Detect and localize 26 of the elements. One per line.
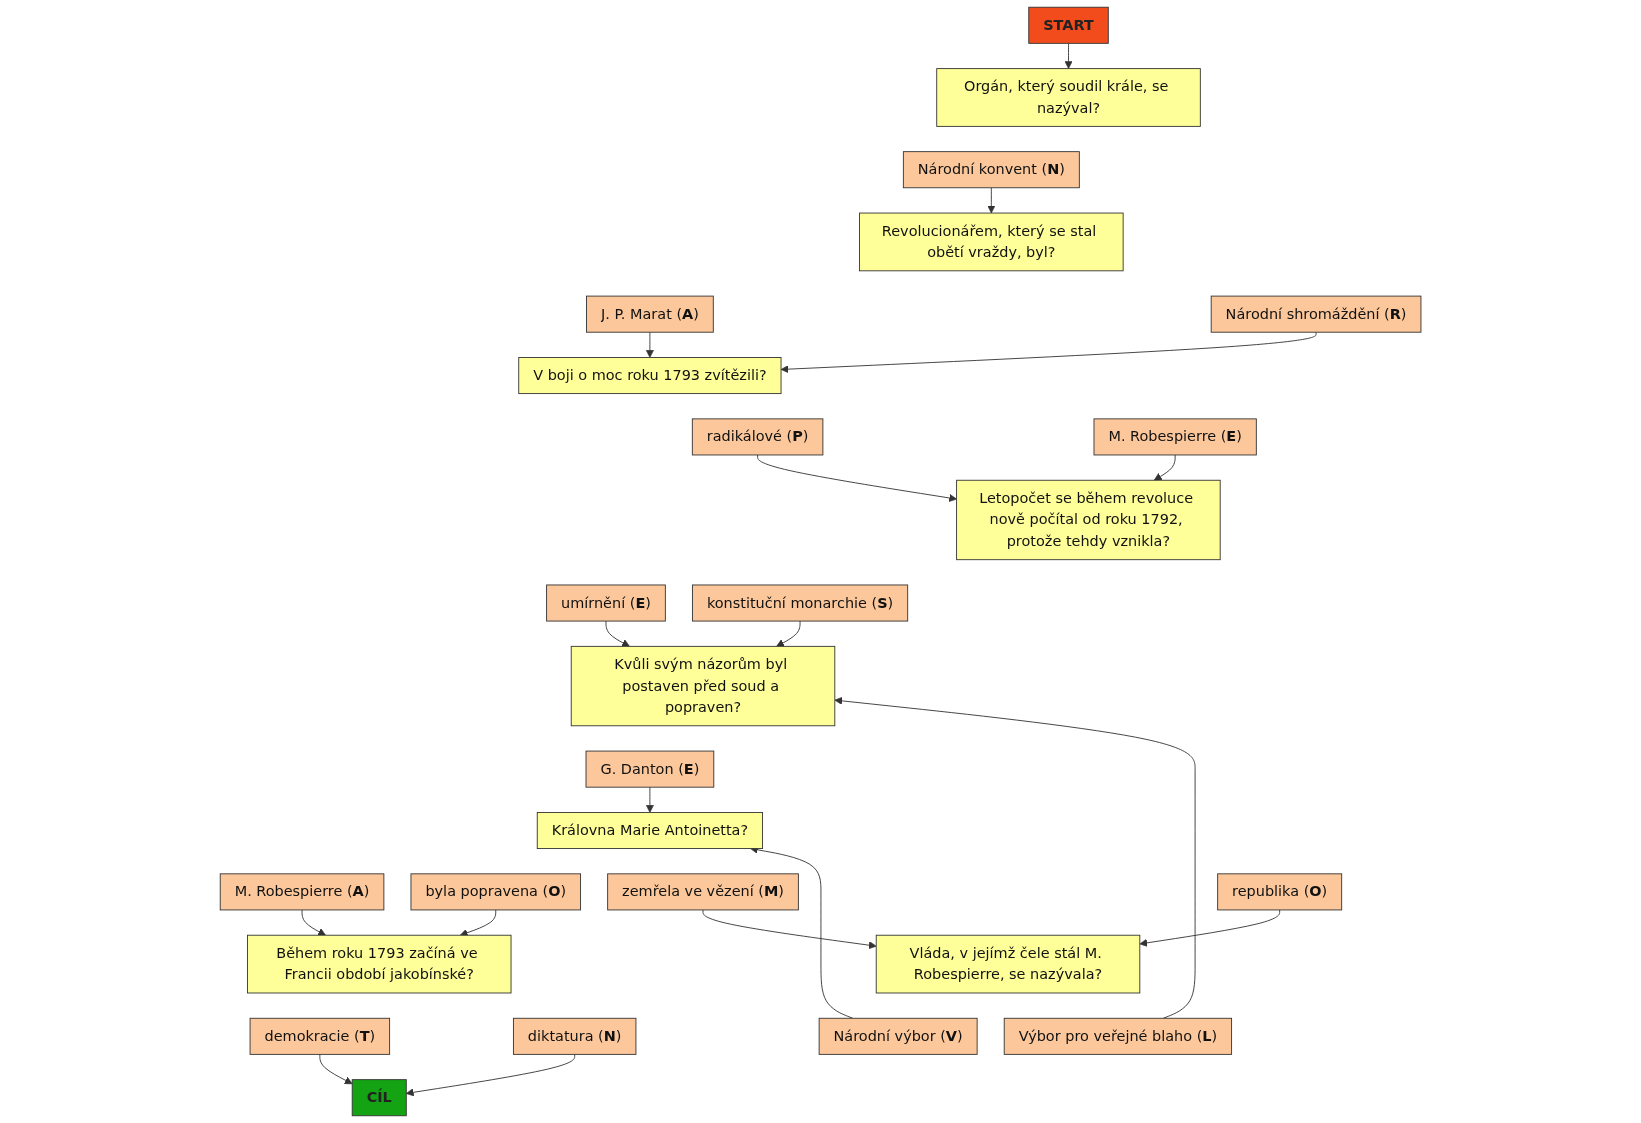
node-box: Vláda, v jejímž čele stál M. Robespierre, se nazývala? <box>875 934 1141 994</box>
node-box: CÍL <box>351 1079 407 1117</box>
node-box: konstituční monarchie (S) <box>691 584 909 622</box>
node-box: Orgán, který soudil krále, se nazýval? <box>936 68 1201 127</box>
node-box: M. Robespierre (A) <box>219 873 385 911</box>
node-box: byla popravena (O) <box>410 873 581 911</box>
node-box: J. P. Marat (A) <box>585 295 714 333</box>
node-box: umírnění (E) <box>546 584 666 622</box>
node-box: Národní konvent (N) <box>902 151 1080 189</box>
node-box: republika (O) <box>1217 873 1343 911</box>
node-box: V boji o moc roku 1793 zvítězili? <box>518 357 782 395</box>
node-box: demokracie (T) <box>249 1017 390 1055</box>
node-box: Národní výbor (V) <box>818 1017 978 1055</box>
node-box: zemřela ve vězení (M) <box>607 873 799 911</box>
node-box: Během roku 1793 začíná ve Francii období jakobínské? <box>246 934 512 994</box>
node-box: Revolucionářem, který se stal obětí vraždy, byl? <box>859 212 1124 272</box>
node-box: Národní shromáždění (R) <box>1210 295 1422 333</box>
node-box: diktatura (N) <box>512 1017 637 1055</box>
node-box: radikálové (P) <box>691 418 824 456</box>
node-box: G. Danton (E) <box>585 750 715 788</box>
node-box: Královna Marie Antoinetta? <box>536 812 763 849</box>
node-box: Kvůli svým názorům byl postaven před soud a popraven? <box>570 645 836 727</box>
node-box: Výbor pro veřejné blaho (L) <box>1003 1017 1232 1055</box>
node-box: Letopočet se během revoluce nově počítal od roku 1792, protože tehdy vznikla? <box>956 479 1221 561</box>
node-box: START <box>1028 6 1109 44</box>
node-box: M. Robespierre (E) <box>1093 418 1257 456</box>
